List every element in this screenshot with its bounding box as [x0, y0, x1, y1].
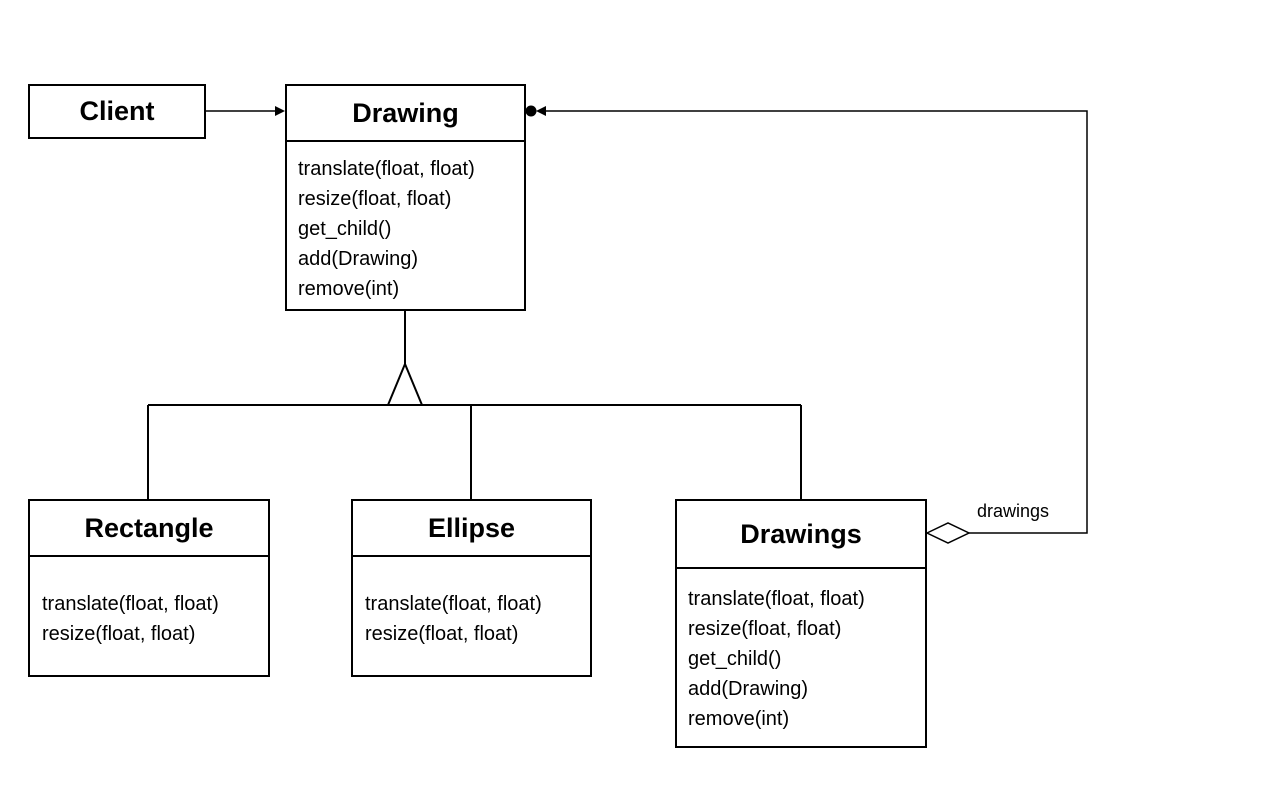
- class-header: Drawing: [287, 86, 524, 142]
- operation: translate(float, float): [298, 158, 475, 180]
- class-header: Rectangle: [30, 501, 268, 557]
- operation: translate(float, float): [365, 593, 542, 615]
- operation: translate(float, float): [42, 593, 219, 615]
- operation: resize(float, float): [365, 623, 519, 645]
- class-drawing: Drawing translate(float, float) resize(f…: [285, 84, 526, 311]
- filled-dot-icon: [525, 105, 537, 117]
- operation: translate(float, float): [688, 588, 865, 610]
- class-name: Rectangle: [84, 512, 214, 543]
- arrowhead-icon: [536, 106, 546, 116]
- generalization-lines: [147, 311, 802, 499]
- client-drawing-association: [206, 106, 285, 116]
- operation: remove(int): [298, 278, 400, 300]
- class-header: Ellipse: [353, 501, 590, 557]
- operation: add(Drawing): [688, 678, 809, 700]
- operation: get_child(): [688, 648, 782, 670]
- generalization-triangle-icon: [386, 361, 424, 406]
- operation: remove(int): [688, 708, 790, 730]
- operations-list: translate(float, float) resize(float, fl…: [287, 142, 524, 304]
- operations-list: translate(float, float) resize(float, fl…: [353, 557, 590, 649]
- arrowhead-icon: [275, 106, 285, 116]
- aggregation-role-label: drawings: [977, 501, 1050, 521]
- aggregation-diamond-icon: [925, 522, 971, 544]
- operations-list: translate(float, float) resize(float, fl…: [30, 557, 268, 649]
- aggregation-drawings-drawing: [525, 105, 1088, 544]
- operation: resize(float, float): [298, 188, 452, 210]
- class-ellipse: Ellipse translate(float, float) resize(f…: [351, 499, 592, 677]
- operation: resize(float, float): [688, 618, 842, 640]
- class-header: Drawings: [677, 501, 925, 569]
- operation: resize(float, float): [42, 623, 196, 645]
- class-name: Drawing: [352, 97, 459, 128]
- class-name: Ellipse: [427, 512, 516, 543]
- operations-list: translate(float, float) resize(float, fl…: [677, 569, 925, 734]
- operation: add(Drawing): [298, 248, 419, 270]
- class-name: Client: [79, 96, 155, 126]
- class-drawings: Drawings translate(float, float) resize(…: [675, 499, 927, 748]
- class-client: Client: [28, 84, 206, 139]
- operation: get_child(): [298, 218, 392, 240]
- class-name: Drawings: [740, 518, 862, 549]
- class-rectangle: Rectangle translate(float, float) resize…: [28, 499, 270, 677]
